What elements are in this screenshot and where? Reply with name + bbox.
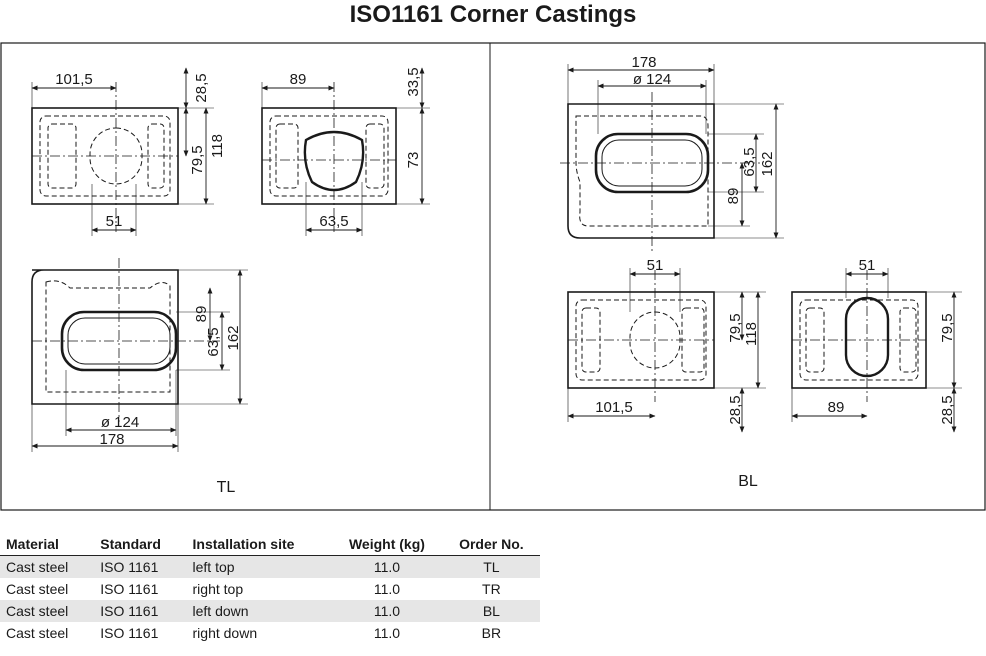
dim-63-5: 63,5 xyxy=(205,327,222,356)
dim-33-5: 33,5 xyxy=(405,67,422,96)
bl-top-view xyxy=(560,64,784,252)
page-title: ISO1161 Corner Castings xyxy=(349,1,637,28)
dim-73: 73 xyxy=(405,152,422,169)
dim-89: 89 xyxy=(290,71,307,88)
dim-79-5: 79,5 xyxy=(727,313,744,342)
cell-weight: 11.0 xyxy=(331,600,443,622)
dim-dia-124: ø 124 xyxy=(101,414,139,431)
dim-63-5: 63,5 xyxy=(741,147,758,176)
table-row: Cast steel ISO 1161 right top 11.0 TR xyxy=(0,578,540,600)
dim-162: 162 xyxy=(759,151,776,176)
table-row: Cast steel ISO 1161 left down 11.0 BL xyxy=(0,600,540,622)
cell-standard: ISO 1161 xyxy=(100,581,159,597)
cell-order-no: TL xyxy=(442,555,540,578)
bl-end-view xyxy=(791,268,962,433)
cell-standard: ISO 1161 xyxy=(94,555,187,578)
table-header-row: Material Standard Installation site Weig… xyxy=(0,532,540,556)
dim-118: 118 xyxy=(209,134,226,158)
panel-label-tl: TL xyxy=(217,479,236,496)
cell-material: Cast steel xyxy=(0,600,95,622)
tl-end-view xyxy=(261,67,430,236)
dim-101-5: 101,5 xyxy=(55,71,93,88)
table-row: Cast steel ISO 1161 left top 11.0 TL xyxy=(0,555,540,578)
tl-side-view xyxy=(31,67,214,236)
header-order-no: Order No. xyxy=(442,532,540,556)
dim-79-5: 79,5 xyxy=(939,313,956,342)
cell-installation-site: left top xyxy=(186,555,332,578)
dim-162: 162 xyxy=(225,325,242,350)
dim-79-5: 79,5 xyxy=(189,145,206,174)
dim-28-5: 28,5 xyxy=(193,73,210,102)
dim-dia-124: ø 124 xyxy=(633,71,671,88)
dim-63-5: 63,5 xyxy=(319,213,348,230)
panel-label-bl: BL xyxy=(738,473,758,490)
cell-material: Cast steel xyxy=(0,555,95,578)
cell-standard: ISO 1161 xyxy=(100,625,159,641)
header-installation-site: Installation site xyxy=(186,532,332,556)
technical-drawing: 101,5 28,5 79,5 118 51 89 33,5 73 63,5 8… xyxy=(0,42,986,511)
dim-118: 118 xyxy=(743,322,760,346)
dim-178: 178 xyxy=(99,431,124,448)
cell-weight: 11.0 xyxy=(331,555,443,578)
dim-51: 51 xyxy=(106,213,123,230)
cell-material: Cast steel xyxy=(6,581,69,597)
cell-standard: ISO 1161 xyxy=(94,600,187,622)
cell-installation-site: right top xyxy=(192,581,244,597)
cell-installation-site: right down xyxy=(192,625,258,641)
dim-89: 89 xyxy=(725,188,742,205)
header-material: Material xyxy=(0,532,95,556)
cell-order-no: TR xyxy=(482,581,501,597)
tl-top-view xyxy=(31,258,248,452)
dim-101-5: 101,5 xyxy=(595,399,633,416)
cell-order-no: BL xyxy=(442,600,540,622)
cell-weight: 11.0 xyxy=(373,625,401,641)
cell-installation-site: left down xyxy=(186,600,332,622)
dim-28-5: 28,5 xyxy=(939,395,956,424)
header-weight: Weight (kg) xyxy=(331,532,443,556)
header-standard: Standard xyxy=(94,532,187,556)
dim-89: 89 xyxy=(828,399,845,416)
drawing-frame: 101,5 28,5 79,5 118 51 89 33,5 73 63,5 8… xyxy=(0,42,986,512)
bl-side-view xyxy=(567,268,766,433)
cell-weight: 11.0 xyxy=(373,581,401,597)
dim-51: 51 xyxy=(859,257,876,274)
specification-table: Material Standard Installation site Weig… xyxy=(0,532,540,644)
table-row: Cast steel ISO 1161 right down 11.0 BR xyxy=(0,622,540,644)
dim-28-5: 28,5 xyxy=(727,395,744,424)
dim-89: 89 xyxy=(193,306,210,323)
cell-order-no: BR xyxy=(481,625,502,641)
dim-51: 51 xyxy=(647,257,664,274)
outer-frame xyxy=(0,42,986,511)
dim-178: 178 xyxy=(631,54,656,71)
cell-material: Cast steel xyxy=(6,625,69,641)
